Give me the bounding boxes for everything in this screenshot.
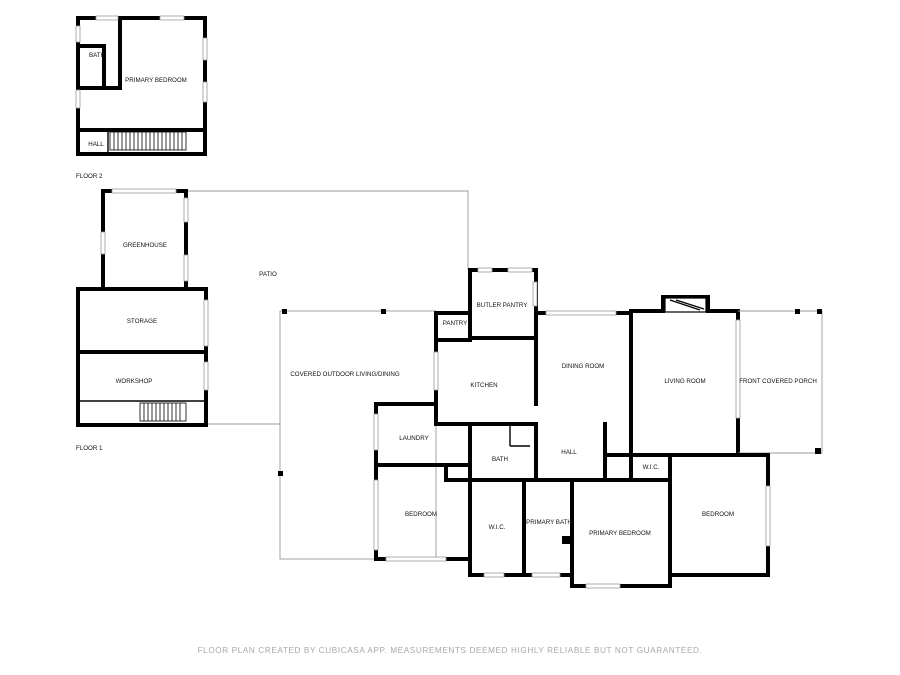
window <box>373 479 379 551</box>
window <box>433 351 439 391</box>
floor-1-outbuildings: GREENHOUSE PATIO STORAGE WORKSHOP <box>76 188 469 427</box>
room-label-greenhouse: GREENHOUSE <box>123 242 167 249</box>
footer-disclaimer: FLOOR PLAN CREATED BY CUBICASA APP. MEAS… <box>197 646 703 655</box>
window <box>202 37 208 61</box>
post <box>795 309 800 314</box>
greenhouse-window <box>183 197 189 223</box>
window <box>75 25 81 43</box>
covered-outdoor-area <box>279 310 437 560</box>
window <box>483 572 505 578</box>
front-porch-outline <box>738 310 823 454</box>
primary-bath-fixture <box>562 536 570 544</box>
room-label-covered-outdoor: COVERED OUTDOOR LIVING/DINING <box>290 371 400 378</box>
room-label-living-room: LIVING ROOM <box>664 378 705 385</box>
room-label-bath: BATH <box>89 52 105 59</box>
floor-1-staircase <box>139 402 187 422</box>
window <box>507 267 533 273</box>
room-label-patio: PATIO <box>259 271 277 278</box>
room-label-wic-left: W.I.C. <box>489 524 506 531</box>
floor-1-main-house: COVERED OUTDOOR LIVING/DINING LAUNDRY BE… <box>278 267 823 589</box>
window <box>545 310 617 316</box>
window <box>373 413 379 451</box>
fireplace-hatch <box>669 299 701 311</box>
window <box>477 267 493 273</box>
room-label-primary-bedroom: PRIMARY BEDROOM <box>589 530 651 537</box>
room-label-pantry: PANTRY <box>443 320 468 327</box>
room-label-bedroom-left: BEDROOM <box>405 511 437 518</box>
window <box>95 15 119 21</box>
room-label-bath: BATH <box>492 456 508 463</box>
window <box>532 281 538 307</box>
greenhouse-window <box>100 231 106 255</box>
room-label-hall: HALL <box>88 141 104 148</box>
floor-1-label: FLOOR 1 <box>76 445 103 452</box>
greenhouse-window <box>111 188 177 194</box>
floor-2-label: FLOOR 2 <box>76 173 103 180</box>
room-label-wic-right: W.I.C. <box>643 464 660 471</box>
window <box>585 583 621 589</box>
window <box>735 319 741 419</box>
room-label-laundry: LAUNDRY <box>399 435 428 442</box>
floor-2-staircase <box>109 131 187 151</box>
greenhouse-window <box>183 254 189 282</box>
window <box>385 556 447 562</box>
room-label-workshop: WORKSHOP <box>116 378 153 385</box>
floor-2-plan: BATH PRIMARY BEDROOM HALL <box>75 15 208 156</box>
post <box>278 471 283 476</box>
room-label-bedroom-right: BEDROOM <box>702 511 734 518</box>
room-label-hall: HALL <box>561 449 577 456</box>
post <box>817 309 822 314</box>
window <box>159 15 185 21</box>
room-label-butler-pantry: BUTLER PANTRY <box>477 302 528 309</box>
room-label-primary-bath: PRIMARY BATH <box>526 519 572 526</box>
storage-workshop-outline <box>76 287 208 427</box>
post <box>381 309 386 314</box>
room-label-storage: STORAGE <box>127 318 157 325</box>
room-label-kitchen: KITCHEN <box>470 382 497 389</box>
main-house-wall <box>468 453 770 588</box>
fireplace-hatch <box>675 299 705 310</box>
post <box>282 309 287 314</box>
post <box>815 448 821 454</box>
room-label-primary-bedroom: PRIMARY BEDROOM <box>125 77 187 84</box>
window <box>75 89 81 109</box>
opening <box>203 361 209 391</box>
window <box>531 572 561 578</box>
room-label-front-covered-porch: FRONT COVERED PORCH <box>739 378 817 385</box>
opening <box>203 299 209 347</box>
window <box>202 81 208 103</box>
room-label-dining-room: DINING ROOM <box>562 363 605 370</box>
window <box>765 485 771 547</box>
patio-boundary <box>186 190 469 270</box>
